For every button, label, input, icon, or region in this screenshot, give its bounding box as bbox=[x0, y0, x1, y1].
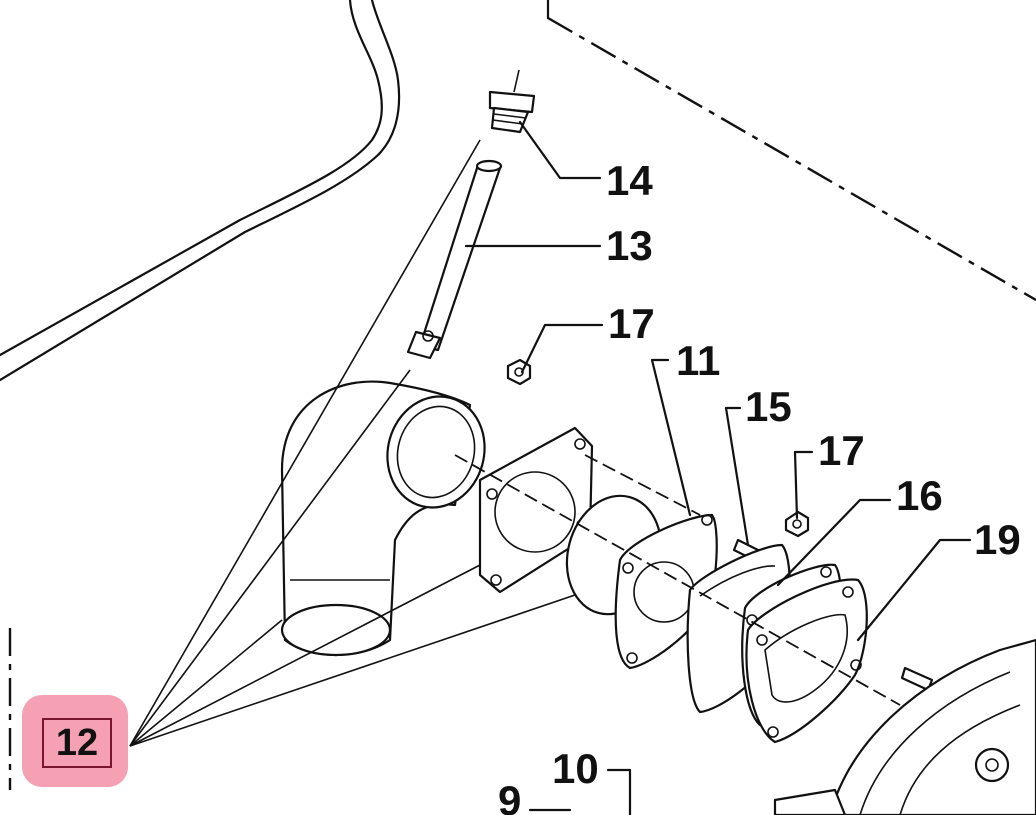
callout-17-right: 17 bbox=[818, 427, 865, 474]
callout-17-top: 17 bbox=[608, 300, 655, 347]
elbow-pipe bbox=[280, 380, 486, 657]
callout-12: 12 bbox=[55, 721, 99, 764]
callout-19: 19 bbox=[974, 516, 1021, 563]
assembly-axis bbox=[454, 454, 901, 706]
callout-11: 11 bbox=[676, 337, 720, 384]
callout-9: 9 bbox=[498, 777, 521, 815]
callout-16: 16 bbox=[896, 472, 943, 519]
engine-outline bbox=[0, 0, 401, 382]
callout-13: 13 bbox=[606, 222, 653, 269]
section-line bbox=[8, 0, 1036, 790]
callout-12-box[interactable]: 12 bbox=[42, 718, 112, 768]
filler-cap-part-14 bbox=[488, 69, 536, 134]
leader-fan-12 bbox=[129, 139, 576, 747]
callout-14: 14 bbox=[606, 157, 653, 204]
dipstick-tube-part-13 bbox=[406, 159, 503, 360]
plate-part-19 bbox=[745, 578, 868, 744]
callout-15: 15 bbox=[745, 383, 792, 430]
leader-lines bbox=[464, 120, 972, 815]
turbo-housing bbox=[773, 638, 1036, 815]
callout-10: 10 bbox=[552, 745, 599, 792]
